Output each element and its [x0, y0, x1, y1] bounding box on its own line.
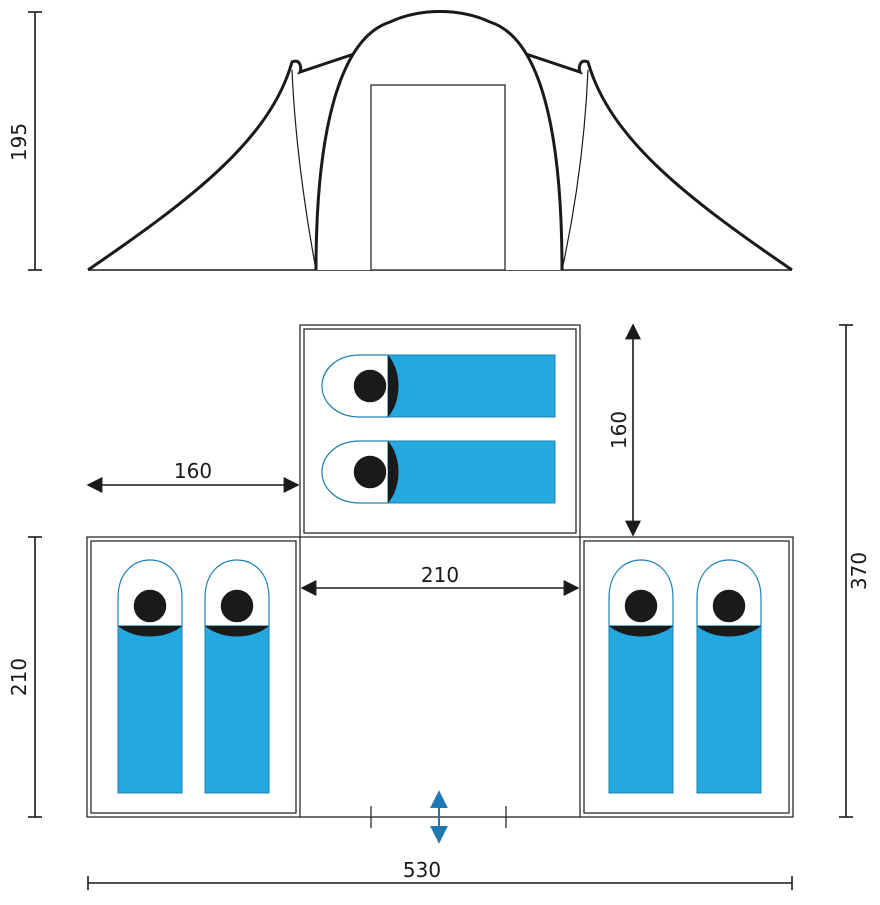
left-cabin-inner: [90, 540, 297, 814]
sleeping-bag-side-1: [117, 623, 183, 794]
tent-side-view: [87, 10, 793, 272]
dimension-left-depth: 160: [86, 459, 300, 493]
top-width-label: 160: [607, 411, 631, 449]
dimension-top-width: 160: [607, 323, 641, 537]
sleeping-bag-side-1-head: [132, 588, 168, 624]
tent-dome: [314, 10, 564, 271]
inner-panel-left: [291, 69, 317, 271]
dimension-cabin-depth: 210: [7, 536, 42, 818]
cabin-depth-label: 210: [7, 658, 31, 696]
dimension-hall-width: 210: [300, 563, 580, 596]
top-cabin-inner: [303, 328, 577, 534]
sleeping-bags: [117, 354, 762, 794]
sleeping-bag-side-4: [696, 623, 762, 794]
sleeping-bag-side-3-head: [623, 588, 659, 624]
sleeping-bag-top-2-pillow: [388, 441, 399, 503]
sleeping-bag-top-2-head: [352, 454, 388, 490]
fly-left: [87, 50, 361, 272]
sleeping-bag-side-4-pillow: [697, 626, 761, 637]
sleeping-bag-side-3: [608, 623, 674, 794]
right-cabin-inner: [583, 540, 790, 814]
fly-right: [519, 50, 793, 272]
left-cabin-outer: [86, 536, 301, 818]
top-cabin-outer: [299, 324, 581, 538]
sleeping-bag-side-3-pillow: [609, 626, 673, 637]
sleeping-bag-side-1-pillow: [118, 626, 182, 637]
left-depth-label: 160: [174, 459, 212, 483]
inner-panel-right: [561, 69, 589, 271]
floor-plan: [86, 324, 794, 844]
hall-width-label: 210: [421, 563, 459, 587]
dimension-height: 195: [7, 11, 42, 271]
dimension-total-width: 530: [87, 858, 793, 890]
tent-door: [370, 84, 506, 271]
height-label: 195: [7, 123, 31, 161]
sleeping-bag-side-2-pillow: [205, 626, 269, 637]
total-width-label: 530: [403, 858, 441, 882]
sleeping-bag-side-2-head: [219, 588, 255, 624]
sleeping-bag-top-1-head: [352, 368, 388, 404]
sleeping-bag-top-1: [385, 354, 556, 418]
sleeping-bag-top-1-pillow: [388, 355, 399, 417]
right-cabin-outer: [579, 536, 794, 818]
sleeping-bag-top-2: [385, 440, 556, 504]
total-depth-label: 370: [847, 552, 871, 590]
sleeping-bag-side-2: [204, 623, 270, 794]
dimension-total-depth: 370: [839, 324, 871, 818]
sleeping-bag-side-4-head: [711, 588, 747, 624]
